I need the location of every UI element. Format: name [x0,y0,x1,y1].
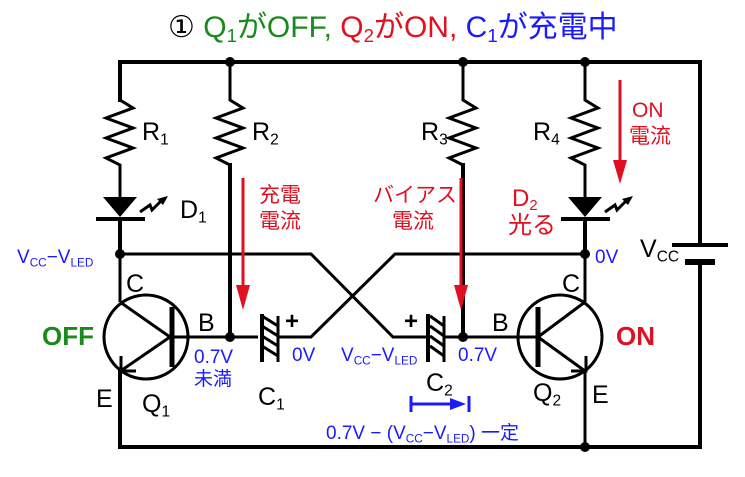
q1-state-off: OFF [42,321,94,351]
q2-state-on: ON [616,321,655,351]
q2-emitter-line [537,335,586,373]
resistor-r1 [101,95,138,200]
resistor-r3 [444,62,481,167]
q2-collector-line [537,300,586,339]
light-emit-icon [604,198,629,214]
label-q1: Q1 [142,390,171,421]
label-c1: C1 [258,383,285,414]
label-vcc: VCC [640,235,680,266]
title-c1-state: C1が充電中 [465,11,618,47]
led-d1 [103,197,137,217]
label-d2: D2 [512,185,538,215]
q2-terminal-e: E [592,381,609,409]
charge-current-label-1: 充電 [259,184,301,207]
q2-terminal-b: B [492,309,509,337]
page-title: ① Q1がOFF, Q2がON, C1が充電中 [168,13,618,46]
title-q2-state: Q2がON, [340,11,458,47]
q2-collector-voltage: 0V [595,247,619,268]
on-current-label-2: 電流 [629,125,671,148]
led-d2 [568,197,602,217]
cross-wire-q1c-to-c2 [120,252,413,339]
c2-plus-voltage: VCC−VLED [341,345,418,368]
q2-terminal-c: C [562,270,581,298]
capacitor-c1-hatch [261,314,280,362]
light-arrowhead-icon [622,196,633,205]
bias-current-label-1: バイアス [373,184,457,207]
label-d1: D1 [180,196,207,227]
label-d2-lights: 光る [508,212,556,239]
label-r4: R4 [533,118,560,149]
q2-base-voltage: 0.7V [458,345,498,366]
q1-base-voltage-1: 0.7V [194,347,234,368]
q1-terminal-c: C [126,270,145,298]
q1-terminal-e: E [96,385,113,413]
bias-current-arrow [454,178,468,310]
q1-emitter-arrow-icon [119,356,136,373]
junction-dots [115,57,590,452]
q1-terminal-b: B [198,309,215,337]
title-q1-state: Q1がOFF, [203,11,332,47]
light-emit-icon [139,198,164,214]
on-current-arrow [613,80,627,184]
on-current-label-1: ON [632,99,664,122]
q1-base-voltage-2: 未満 [194,369,233,390]
bias-current-label-2: 電流 [392,210,434,233]
cross-wire-q2c-to-c1 [295,252,585,339]
label-r1: R1 [142,118,169,149]
charge-current-arrow [236,178,250,310]
charge-current-label-2: 電流 [259,210,301,233]
q1-collector-voltage: VCC−VLED [17,247,94,270]
c1-plus-sign: + [285,308,300,335]
q1-collector-line [119,300,171,339]
label-r2: R2 [252,118,279,149]
resistor-r2 [211,62,248,167]
label-c2: C2 [426,369,453,400]
capacitor-c2-hatch [429,314,446,362]
c2-voltage-arrow [409,396,471,412]
label-r3: R3 [421,118,448,149]
transistor-q2 [516,293,604,381]
resistor-r4 [566,62,603,198]
c1-plus-voltage: 0V [292,345,316,366]
bottom-rail-wire [118,260,702,449]
label-q2: Q2 [533,379,562,410]
title-number: ① [168,11,195,44]
q1-emitter-line [121,335,171,372]
c2-voltage-constant: 0.7V − (VCC−VLED) 一定 [326,423,520,446]
c2-plus-sign: + [404,308,419,335]
light-arrowhead-icon [157,196,168,205]
